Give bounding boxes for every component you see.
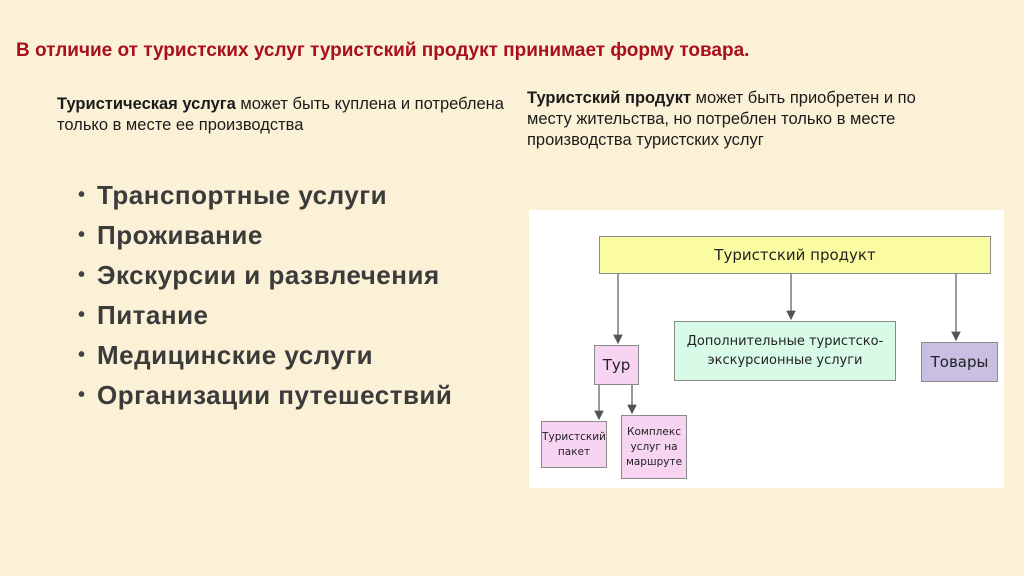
bullet-icon: • <box>78 384 86 406</box>
extra-services-line2: экскурсионные услуги <box>707 353 863 368</box>
list-item-label: Экскурсии и развлечения <box>97 260 440 290</box>
tourist-service-term: Туристическая услуга <box>57 95 236 113</box>
list-item-label: Проживание <box>97 220 263 250</box>
list-item: • Медицинские услуги <box>70 340 470 370</box>
tourist-service-definition: Туристическая услуга может быть куплена … <box>57 94 507 136</box>
extra-services-box: Дополнительные туристско- экскурсионные … <box>674 321 896 381</box>
tourist-product-diagram: Туристский продукт Дополнительные турист… <box>529 210 1004 488</box>
bullet-icon: • <box>78 344 86 366</box>
slide-title: В отличие от туристских услуг туристский… <box>16 40 750 61</box>
list-item: • Транспортные услуги <box>70 180 470 210</box>
services-complex-line3: маршруте <box>625 455 683 468</box>
tourist-package-line1: Туристский <box>542 430 606 443</box>
bullet-icon: • <box>78 224 86 246</box>
services-complex-line1: Комплекс <box>627 425 681 438</box>
services-list: • Транспортные услуги • Проживание • Экскур… <box>70 180 470 420</box>
bullet-icon: • <box>78 264 86 286</box>
tourist-product-definition: Туристский продукт может быть приобретен… <box>527 88 957 151</box>
diagram-connectors <box>594 274 961 421</box>
list-item-label: Организации путешествий <box>97 380 453 410</box>
list-item-label: Медицинские услуги <box>97 340 374 370</box>
tourist-product-term: Туристский продукт <box>527 89 692 107</box>
tourist-package-line2: пакет <box>557 445 591 458</box>
tourist-package-box: Туристский пакет <box>541 421 607 468</box>
list-item-label: Питание <box>97 300 209 330</box>
services-complex-line2: услуг на <box>630 440 678 453</box>
list-item: • Питание <box>70 300 470 330</box>
tourist-product-box: Туристский продукт <box>599 236 991 274</box>
list-item-label: Транспортные услуги <box>97 180 388 210</box>
bullet-icon: • <box>78 184 86 206</box>
tour-box: Тур <box>594 345 639 385</box>
extra-services-line1: Дополнительные туристско- <box>686 334 884 349</box>
bullet-icon: • <box>78 304 86 326</box>
tourist-service-text: может быть куплена и потреблена только в… <box>57 95 504 134</box>
list-item: • Проживание <box>70 220 470 250</box>
list-item: • Экскурсии и развлечения <box>70 260 470 290</box>
tourist-product-text: может быть приобретен и по месту жительс… <box>527 89 916 149</box>
goods-box: Товары <box>921 342 998 382</box>
list-item: • Организации путешествий <box>70 380 470 410</box>
services-complex-box: Комплекс услуг на маршруте <box>621 415 687 479</box>
